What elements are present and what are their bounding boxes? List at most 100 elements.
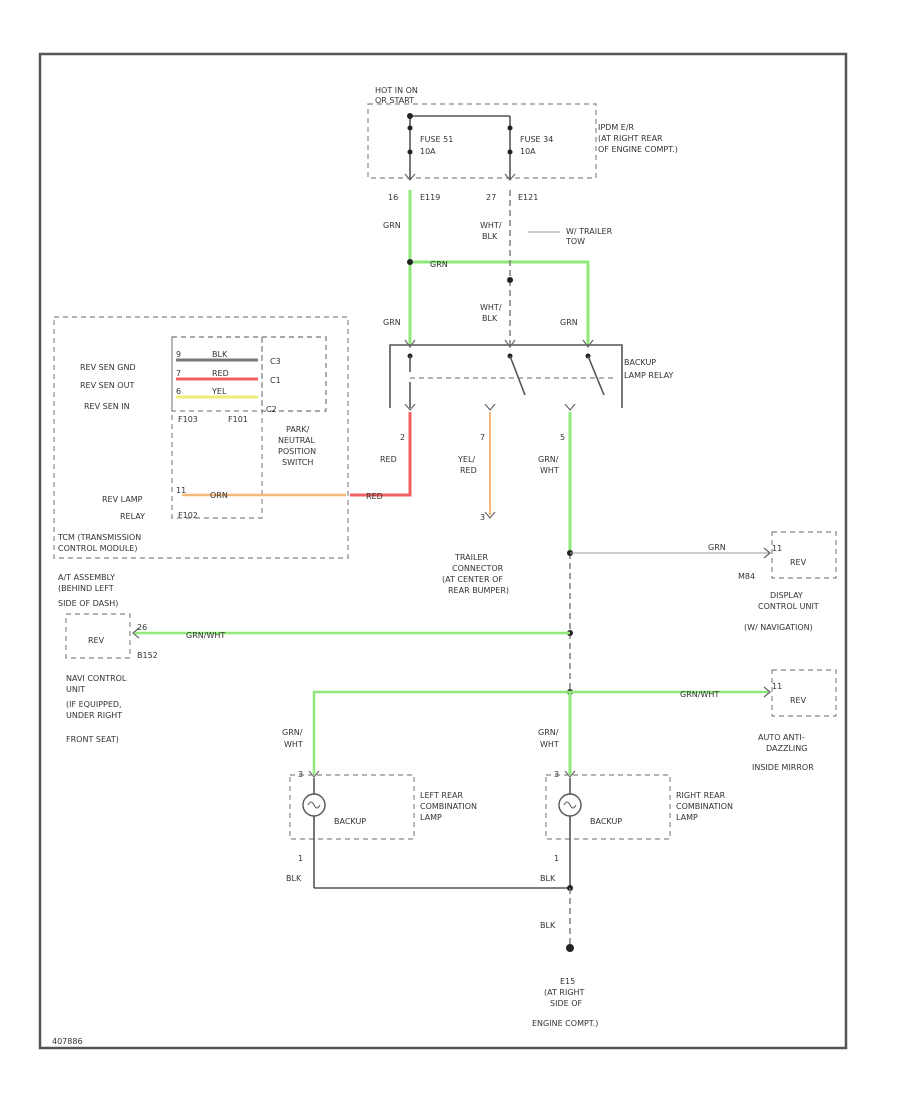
mirror-label-1: AUTO ANTI- — [758, 733, 805, 742]
display-control-unit: REV 11 M84 DISPLAY CONTROL UNIT (W/ NAVI… — [738, 531, 837, 632]
fuse2-name: FUSE 34 — [520, 135, 553, 144]
tcm-wire-blk: BLK — [212, 350, 228, 359]
wire-label-grnwht-mirror: GRN/WHT — [680, 690, 719, 699]
ground-label-1: (AT RIGHT — [544, 988, 585, 997]
tcm-pin-c: 6 — [176, 387, 181, 396]
red-wire — [350, 412, 412, 497]
tcm-label-2: CONTROL MODULE) — [58, 544, 137, 553]
trailer-tow-1: W/ TRAILER — [566, 227, 613, 236]
right-lamp-label-1: RIGHT REAR — [676, 791, 726, 800]
tcm-c2: C1 — [270, 376, 281, 385]
navi-conn: B152 — [137, 651, 158, 660]
right-lamp-pin-bot: 1 — [554, 854, 559, 863]
diagram-frame — [38, 52, 848, 1050]
trailer-conn-1: TRAILER — [454, 553, 488, 562]
navi-label-1: NAVI CONTROL — [66, 674, 127, 683]
tcm-block: REV SEN GND REV SEN OUT REV SEN IN REV L… — [53, 316, 349, 608]
pnp-label-2: NEUTRAL — [278, 436, 315, 445]
tcm-label-1: TCM (TRANSMISSION — [57, 533, 141, 542]
wire-label-grnwht-l2: WHT — [284, 740, 303, 749]
wire-label-grnwht-l1: GRN/ — [282, 728, 303, 737]
tcm-wire-orn: ORN — [210, 491, 228, 500]
trailer-tow-2: TOW — [565, 237, 585, 246]
ipdm-desc-1: IPDM E/R — [598, 123, 635, 132]
ipdm-desc-3: OF ENGINE COMPT.) — [598, 145, 678, 154]
navi-label-5: FRONT SEAT) — [66, 735, 119, 744]
tcm-conn-c: F102 — [178, 511, 198, 520]
wire-label-grnwht-r2: WHT — [540, 740, 559, 749]
hot-label-1: HOT IN ON — [375, 86, 418, 95]
right-lamp-label-2: COMBINATION — [676, 802, 733, 811]
wire-label-whtblk-1b: BLK — [482, 232, 498, 241]
mirror-label-2: DAZZLING — [766, 744, 807, 753]
wire-label-whtblk-2b: BLK — [482, 314, 498, 323]
ground-id: E15 — [560, 977, 575, 986]
wire-label-grnwht-r1: GRN/ — [538, 728, 559, 737]
backup-lamp-relay: BACKUP LAMP RELAY 2 7 5 — [389, 339, 673, 442]
tcm-sig-4b: RELAY — [120, 512, 145, 521]
tcm-sig-1: REV SEN GND — [80, 363, 136, 372]
wire-label-red-2: RED — [366, 492, 383, 501]
mirror-rev: REV — [790, 696, 807, 705]
navi-control-unit: REV 26 B152 NAVI CONTROL UNIT (IF EQUIPP… — [65, 613, 158, 744]
wire-label-grnwht-navi: GRN/WHT — [186, 631, 225, 640]
wire-label-grnwht-1a: GRN/ — [538, 455, 559, 464]
mirror-left-wire — [312, 690, 770, 775]
auto-dazzling-mirror: REV 11 AUTO ANTI- DAZZLING INSIDE MIRROR — [752, 669, 837, 772]
fuse2-rating: 10A — [520, 147, 536, 156]
tcm-c3: C2 — [266, 405, 277, 414]
trailer-conn-2: CONNECTOR — [452, 564, 504, 573]
left-lamp-name: BACKUP — [334, 817, 366, 826]
relay-pin-2: 2 — [400, 433, 405, 442]
trailer-pin: 3 — [480, 513, 485, 522]
wire-label-blk-left: BLK — [286, 874, 302, 883]
mirror-pin: 11 — [772, 682, 782, 691]
display-pin: 11 — [772, 544, 782, 553]
wire-label-grnwht-1b: WHT — [540, 466, 559, 475]
ipdm-block: HOT IN ON OR START FUSE 51 10A FUSE 34 1… — [367, 86, 678, 202]
relay-pin-5: 5 — [560, 433, 565, 442]
left-lamp-label-3: LAMP — [420, 813, 442, 822]
tcm-pin-b: 7 — [176, 369, 181, 378]
right-lamp-name: BACKUP — [590, 817, 622, 826]
wire-label-whtblk-2a: WHT/ — [480, 303, 502, 312]
display-label-1: DISPLAY — [770, 591, 803, 600]
tcm-pin-d: 11 — [176, 486, 186, 495]
diagram-code: 407886 — [52, 1037, 83, 1046]
tcm-c1: C3 — [270, 357, 281, 366]
pnp-label-1: PARK/ — [286, 425, 310, 434]
fuse1-name: FUSE 51 — [420, 135, 453, 144]
ipdm-pin1: 16 — [388, 193, 398, 202]
ground-label-3: ENGINE COMPT.) — [532, 1019, 598, 1028]
wire-label-yelred-2: RED — [460, 466, 477, 475]
relay-label-2: LAMP RELAY — [624, 371, 673, 380]
display-label-3: (W/ NAVIGATION) — [744, 623, 813, 632]
left-lamp-pin-bot: 1 — [298, 854, 303, 863]
trailer-conn-3: (AT CENTER OF — [442, 575, 503, 584]
wire-label-blk-right: BLK — [540, 874, 556, 883]
navi-pin: 26 — [137, 623, 147, 632]
ipdm-desc-2: (AT RIGHT REAR — [598, 134, 663, 143]
trailer-conn-4: REAR BUMPER) — [448, 586, 509, 595]
wire-label-blk-ground: BLK — [540, 921, 556, 930]
tcm-sig-2: REV SEN OUT — [80, 381, 134, 390]
wire-label-grn-1: GRN — [383, 221, 401, 230]
wire-label-grn-4: GRN — [560, 318, 578, 327]
mirror-label-3: INSIDE MIRROR — [752, 763, 814, 772]
wire-label-whtblk-1a: WHT/ — [480, 221, 502, 230]
at-label-2: (BEHIND LEFT — [58, 584, 114, 593]
ipdm-conn2: E121 — [518, 193, 538, 202]
ground-point-icon — [566, 944, 574, 952]
navi-rev: REV — [88, 636, 105, 645]
at-label-3: SIDE OF DASH) — [58, 599, 118, 608]
wire-label-grn-display: GRN — [708, 543, 726, 552]
display-conn: M84 — [738, 572, 755, 581]
wire-label-grn-3: GRN — [383, 318, 401, 327]
right-lamp-label-3: LAMP — [676, 813, 698, 822]
tcm-sig-4a: REV LAMP — [102, 495, 143, 504]
navi-label-2: UNIT — [66, 685, 85, 694]
ipdm-box — [367, 103, 597, 179]
tcm-wire-yel: YEL — [211, 387, 227, 396]
ground-label-2: SIDE OF — [550, 999, 582, 1008]
